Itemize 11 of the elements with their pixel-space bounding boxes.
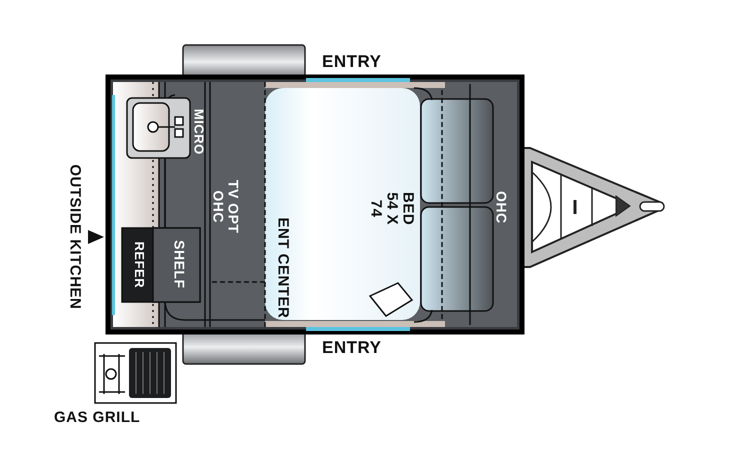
appliance-label: REFER — [132, 242, 146, 288]
cabinet-label: OHC — [493, 190, 508, 224]
door-label: ENTRY — [322, 339, 382, 357]
area-label: OUTSIDE KITCHEN — [66, 164, 82, 310]
door-label: ENTRY — [322, 53, 382, 71]
appliance-label: GAS GRILL — [54, 410, 140, 426]
bed-label: BED 54 X 74 — [368, 190, 416, 227]
cabinet-label: TV OPT OHC — [211, 178, 241, 235]
storage-label: SHELF — [172, 240, 187, 288]
furniture-label: ENT CENTER — [274, 217, 290, 318]
appliance-label: MICRO — [192, 108, 206, 155]
